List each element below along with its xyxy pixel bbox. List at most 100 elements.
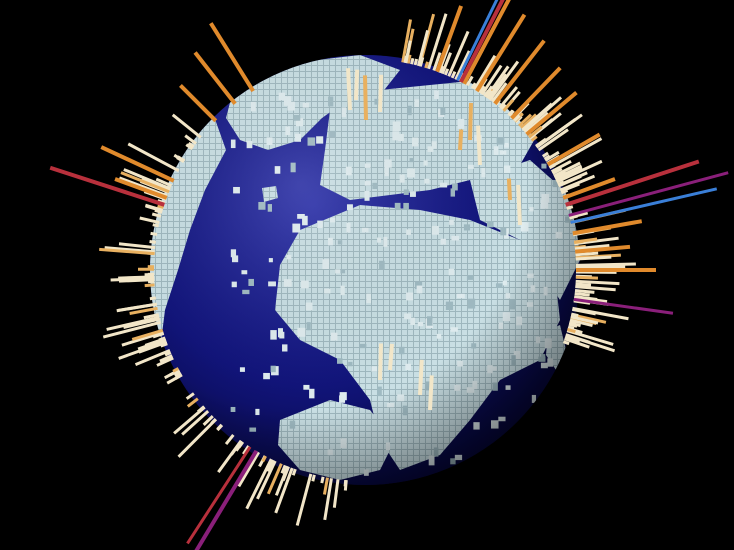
land-pixel <box>540 199 549 209</box>
population-spike <box>562 177 616 200</box>
land-pixel <box>366 293 371 304</box>
population-spike <box>166 373 183 385</box>
population-spike <box>575 255 612 261</box>
population-spike <box>159 354 173 363</box>
land-pixel <box>428 455 435 466</box>
population-spike <box>458 129 464 151</box>
population-spike <box>575 279 620 286</box>
land-pixel <box>492 382 498 391</box>
population-spike <box>106 315 160 331</box>
population-spike <box>513 114 521 122</box>
population-spike <box>450 70 457 79</box>
population-spike <box>569 211 589 220</box>
population-spike <box>506 178 512 201</box>
spikes-front <box>49 0 729 550</box>
population-spike <box>185 392 195 400</box>
land-pixel <box>317 220 323 228</box>
population-spike <box>209 22 255 93</box>
population-spike <box>343 479 348 487</box>
population-spike <box>556 159 603 184</box>
land-pixel <box>502 312 511 322</box>
land-pixel <box>433 447 439 457</box>
population-spike <box>102 320 161 339</box>
land-pixel <box>270 365 276 373</box>
population-spike <box>568 171 729 217</box>
population-spike <box>575 251 599 257</box>
land-pixel <box>297 213 305 219</box>
land-pixel <box>502 280 508 286</box>
population-spike <box>520 113 538 130</box>
land-pixel <box>505 293 511 299</box>
land-pixel <box>301 280 309 289</box>
land-pixel <box>451 235 460 241</box>
land-pixel <box>363 469 369 476</box>
land-pixel <box>283 96 292 106</box>
population-spike <box>144 203 164 212</box>
land-pixel <box>305 302 313 311</box>
population-spike <box>571 312 579 318</box>
population-spike <box>242 445 250 455</box>
land-pixel <box>416 285 423 294</box>
land-pixel <box>404 313 412 320</box>
population-spike <box>151 212 162 218</box>
population-spike <box>565 333 616 353</box>
land-pixel <box>364 190 370 201</box>
population-spike <box>574 289 595 294</box>
land-pixel <box>346 204 353 211</box>
population-spike <box>118 176 168 198</box>
land-pixel <box>449 220 454 225</box>
land-pixel <box>403 189 409 195</box>
population-spike <box>553 170 566 179</box>
land-pixel <box>337 240 343 245</box>
population-spike <box>550 160 572 173</box>
population-spike <box>564 337 590 349</box>
land-pixel <box>406 292 414 301</box>
land-pixel <box>504 142 509 148</box>
land-pixel <box>340 285 345 296</box>
population-spike <box>475 13 527 93</box>
land-pixel <box>278 328 283 338</box>
population-spike <box>143 313 160 320</box>
population-spike <box>570 187 718 224</box>
population-spike <box>548 137 603 169</box>
land-pixel <box>526 302 534 307</box>
population-spike <box>493 39 546 105</box>
population-spike <box>121 330 164 347</box>
population-spike <box>194 449 259 550</box>
population-spike <box>555 176 563 183</box>
population-spike <box>465 75 474 87</box>
land-pixel <box>295 133 301 142</box>
population-spike <box>574 239 584 244</box>
land-pixel <box>384 167 389 177</box>
population-spike <box>516 184 522 226</box>
population-spike <box>154 208 163 214</box>
population-spike <box>418 56 425 67</box>
land-pixel <box>490 420 499 429</box>
population-spike <box>186 143 194 150</box>
land-pixel <box>293 115 301 121</box>
population-spike <box>541 151 549 158</box>
land-pixel <box>448 268 455 276</box>
population-spike <box>416 30 430 67</box>
population-spike <box>560 188 569 195</box>
land-pixel <box>233 186 240 194</box>
land-pixel <box>406 229 411 235</box>
land-pixel <box>379 260 385 270</box>
population-spike <box>378 74 384 113</box>
land-pixel <box>241 270 248 275</box>
population-spike <box>537 128 569 152</box>
population-spike <box>575 282 592 287</box>
land-pixel <box>397 394 405 402</box>
population-spike <box>432 52 442 72</box>
population-spike <box>114 177 168 200</box>
land-pixel <box>303 384 310 390</box>
population-spike <box>546 132 601 167</box>
land-pixel <box>403 202 409 210</box>
land-pixel <box>377 237 382 243</box>
land-pixel <box>316 136 324 144</box>
land-pixel <box>242 289 250 295</box>
land-pixel <box>327 237 333 246</box>
population-spike <box>435 5 463 73</box>
land-pixel <box>239 367 245 372</box>
land-pixel <box>339 392 347 401</box>
